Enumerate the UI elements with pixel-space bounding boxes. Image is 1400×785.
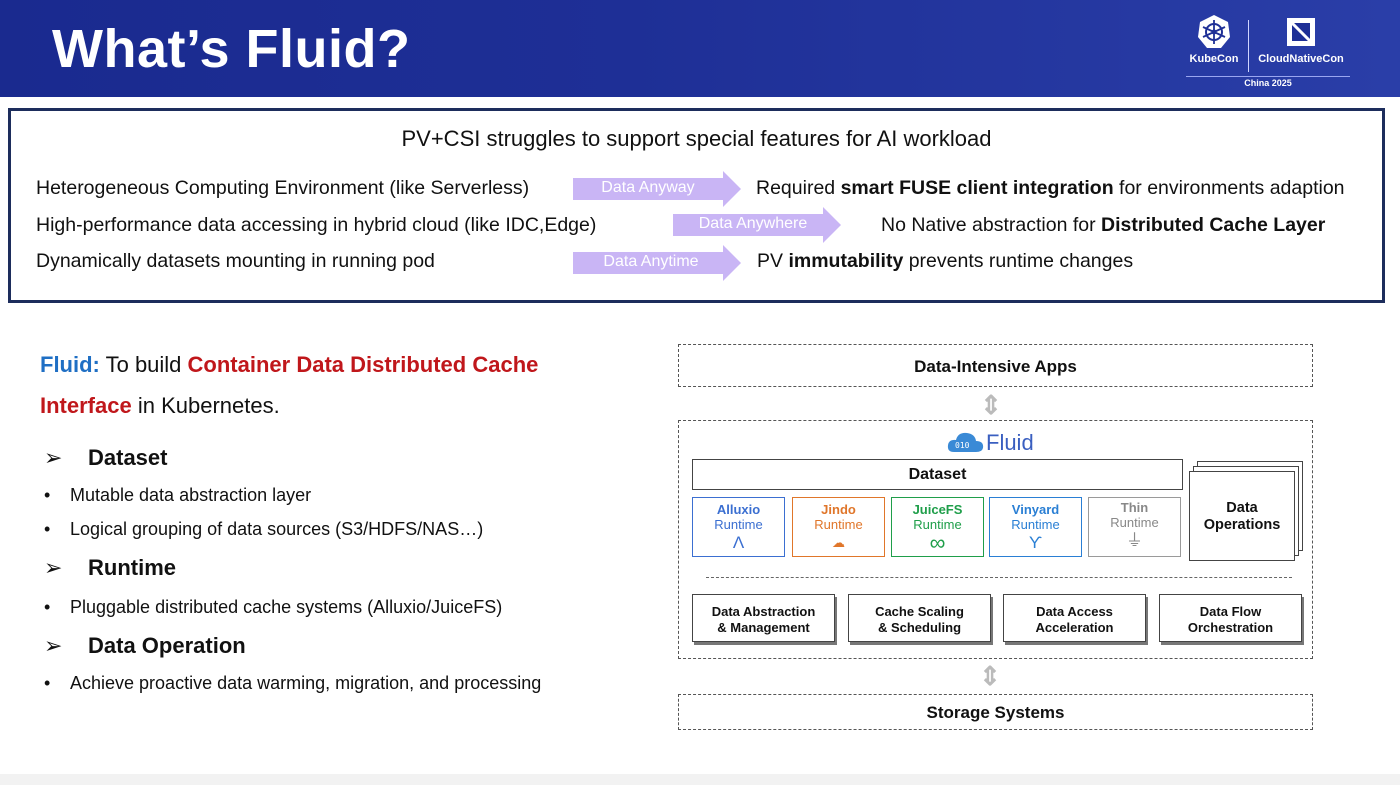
runtime-juicefs: JuiceFS Runtime ∞ (891, 497, 984, 557)
alluxio-icon: Ʌ (732, 533, 745, 552)
kubecon-label: KubeCon (1189, 53, 1239, 65)
plug-icon: ⏚ (1126, 531, 1143, 550)
data-intensive-apps-box: Data-Intensive Apps (678, 344, 1313, 387)
arrow-label: Data Anyway (601, 179, 695, 196)
layer-separator (706, 577, 1292, 578)
arrowhead-bullet-icon: ➢ (44, 445, 63, 470)
section-data-operation: ➢Data Operation (44, 633, 246, 658)
slide-header: What’s Fluid? KubeCon CloudNativeCon Chi… (0, 0, 1400, 97)
vinyard-icon: ϒ (1028, 533, 1043, 552)
dataset-box: Dataset (692, 459, 1183, 490)
data-operations-box: Data Operations (1189, 471, 1295, 561)
arrow-data-anytime: Data Anytime (573, 245, 741, 281)
jindo-cloud-icon: ☁ (832, 535, 845, 550)
arrow-data-anyway: Data Anyway (573, 171, 741, 207)
cloudnativecon-label: CloudNativeCon (1258, 53, 1344, 65)
juicefs-infinity-icon: ∞ (929, 530, 946, 555)
fluid-logo: 010 Fluid (946, 428, 1046, 456)
problem-need: Heterogeneous Computing Environment (lik… (36, 177, 530, 199)
fluid-logo-text: Fluid (986, 430, 1034, 455)
arrow-data-anywhere: Data Anywhere (673, 207, 841, 243)
event-year-label: China 2025 (1186, 76, 1350, 88)
section-runtime: ➢Runtime (44, 555, 176, 580)
arrow-label: Data Anytime (603, 253, 699, 270)
problem-need: High-performance data accessing in hybri… (36, 214, 597, 236)
bullet-item: •Pluggable distributed cache systems (Al… (44, 597, 503, 617)
slide-title: What’s Fluid? (52, 19, 411, 79)
arrowhead-bullet-icon: ➢ (44, 555, 63, 580)
problems-box: PV+CSI struggles to support special feat… (8, 108, 1385, 303)
logo-divider (1248, 20, 1249, 72)
runtime-jindo: Jindo Runtime ☁ (792, 497, 885, 557)
problem-result: No Native abstraction for Distributed Ca… (881, 214, 1326, 236)
bullet-item: •Achieve proactive data warming, migrati… (44, 673, 542, 693)
runtime-thin: Thin Runtime ⏚ (1088, 497, 1181, 557)
problems-heading: PV+CSI struggles to support special feat… (401, 126, 992, 151)
storage-systems-box: Storage Systems (678, 694, 1313, 730)
runtime-vinyard: Vinyard Runtime ϒ (989, 497, 1082, 557)
cncf-square-icon (1287, 18, 1315, 46)
op-data-abstraction: Data Abstraction& Management (692, 594, 835, 642)
kubecon-logo: KubeCon (1186, 14, 1242, 65)
up-down-arrow-icon: ⇕ (980, 390, 1002, 420)
bullet-item: •Logical grouping of data sources (S3/HD… (44, 519, 484, 539)
fluid-intro-line-2: Interface in Kubernetes. (40, 393, 280, 418)
runtime-alluxio: Alluxio Runtime Ʌ (692, 497, 785, 557)
problem-result: PV immutability prevents runtime changes (757, 250, 1134, 272)
cloud-icon: 010 (947, 432, 984, 452)
op-cache-scaling: Cache Scaling& Scheduling (848, 594, 991, 642)
arrow-label: Data Anywhere (698, 215, 808, 232)
problem-result: Required smart FUSE client integration f… (756, 177, 1345, 199)
problem-need: Dynamically datasets mounting in running… (36, 250, 435, 272)
arrowhead-bullet-icon: ➢ (44, 633, 63, 658)
svg-text:010: 010 (955, 441, 970, 450)
up-down-arrow-icon: ⇕ (979, 661, 1001, 691)
bullet-item: •Mutable data abstraction layer (44, 485, 312, 505)
slide-footer-strip (0, 774, 1400, 785)
cloudnativecon-logo: CloudNativeCon (1253, 14, 1349, 65)
kubernetes-wheel-icon (1198, 15, 1230, 48)
fluid-intro-line-1: Fluid: To build Container Data Distribut… (40, 352, 539, 377)
section-dataset: ➢Dataset (44, 445, 168, 470)
